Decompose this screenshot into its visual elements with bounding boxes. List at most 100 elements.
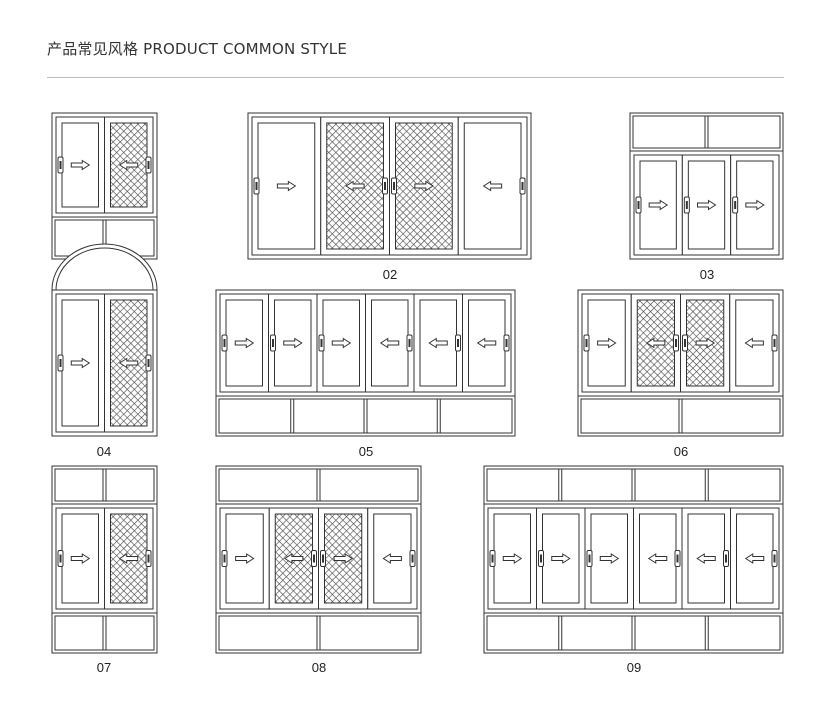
arrow-right-icon bbox=[70, 159, 91, 171]
sash-panel bbox=[55, 293, 105, 433]
handle-icon bbox=[455, 334, 461, 352]
sash-panel bbox=[104, 507, 154, 610]
sash-panel bbox=[630, 293, 681, 393]
arrow-right-icon bbox=[70, 357, 91, 369]
arrow-left-icon bbox=[696, 553, 716, 564]
arrow-right-icon bbox=[697, 199, 717, 211]
arrow-left-icon bbox=[476, 337, 497, 349]
sash-panel bbox=[633, 154, 683, 256]
bottom-transom bbox=[51, 612, 158, 654]
arrow-right-icon bbox=[502, 553, 523, 564]
top-transom bbox=[51, 465, 158, 505]
sash-panel bbox=[55, 116, 105, 214]
window-style-06: 06 bbox=[577, 289, 784, 459]
handle-icon bbox=[145, 550, 152, 567]
arrow-right-icon bbox=[333, 553, 354, 564]
arrow-left-icon bbox=[645, 337, 666, 349]
sash-panel bbox=[729, 293, 780, 393]
arrow-right-icon bbox=[551, 553, 571, 564]
handle-icon bbox=[673, 334, 679, 352]
handle-icon bbox=[538, 550, 544, 567]
sash-panel bbox=[316, 293, 366, 393]
window-style-09: 09 bbox=[483, 465, 784, 675]
arrow-left-icon bbox=[428, 337, 448, 349]
arrow-right-icon bbox=[234, 337, 255, 349]
handle-icon bbox=[270, 334, 276, 352]
bottom-transom bbox=[483, 612, 784, 654]
bottom-transom bbox=[215, 395, 516, 437]
arrow-left-icon bbox=[744, 553, 765, 564]
window-style-04: 04 bbox=[51, 243, 158, 459]
arrow-right-icon bbox=[745, 199, 765, 211]
arrow-left-icon bbox=[118, 159, 139, 171]
handle-icon bbox=[391, 177, 397, 195]
arrow-left-icon bbox=[382, 553, 402, 564]
page-title: 产品常见风格 PRODUCT COMMON STYLE bbox=[47, 40, 348, 58]
handle-icon bbox=[586, 550, 593, 567]
sash-panel bbox=[730, 154, 780, 256]
arrow-right-icon bbox=[695, 337, 716, 349]
bottom-transom bbox=[215, 612, 422, 654]
window-style-02: 02 bbox=[247, 112, 532, 282]
sash-panel bbox=[581, 293, 632, 393]
arrow-left-icon bbox=[345, 180, 365, 192]
handle-icon bbox=[489, 550, 496, 567]
handle-icon bbox=[382, 177, 388, 195]
sash-panel bbox=[457, 116, 528, 256]
handle-icon bbox=[221, 550, 228, 567]
arrow-left-icon bbox=[118, 553, 139, 564]
window-style-07: 07 bbox=[51, 465, 158, 675]
sash-panel bbox=[681, 154, 732, 256]
sash-panel bbox=[680, 293, 731, 393]
sash-panel bbox=[584, 507, 634, 610]
handle-icon bbox=[635, 196, 642, 214]
handle-icon bbox=[682, 334, 688, 352]
handle-icon bbox=[57, 354, 64, 372]
sash-panel bbox=[367, 507, 418, 610]
sash-panel bbox=[318, 507, 369, 610]
handle-icon bbox=[406, 334, 413, 352]
sash-panel bbox=[365, 293, 415, 393]
arrow-left-icon bbox=[283, 553, 304, 564]
title-divider bbox=[47, 77, 784, 78]
handle-icon bbox=[318, 334, 325, 352]
handle-icon bbox=[674, 550, 681, 567]
handle-icon bbox=[503, 334, 510, 352]
style-number-label: 07 bbox=[97, 660, 111, 675]
sash-panel bbox=[104, 293, 154, 433]
handle-icon bbox=[221, 334, 228, 352]
arrow-right-icon bbox=[235, 553, 255, 564]
handle-icon bbox=[519, 177, 526, 195]
window-style-05: 05 bbox=[215, 289, 516, 459]
arrow-left-icon bbox=[379, 337, 400, 349]
sash-panel bbox=[251, 116, 322, 256]
style-number-label: 03 bbox=[700, 267, 714, 282]
style-number-label: 06 bbox=[674, 444, 688, 459]
arrow-right-icon bbox=[331, 337, 352, 349]
handle-icon bbox=[253, 177, 260, 195]
style-number-label: 02 bbox=[383, 267, 397, 282]
top-transom bbox=[629, 112, 784, 152]
sash-panel bbox=[268, 507, 319, 610]
handle-icon bbox=[409, 550, 416, 567]
arrow-left-icon bbox=[647, 553, 668, 564]
bottom-transom bbox=[577, 395, 784, 437]
arrow-right-icon bbox=[70, 553, 91, 564]
sash-panel bbox=[487, 507, 537, 610]
arch-transom bbox=[51, 243, 158, 291]
arrow-right-icon bbox=[597, 337, 617, 349]
style-number-label: 08 bbox=[312, 660, 326, 675]
handle-icon bbox=[583, 334, 590, 352]
sash-panel bbox=[55, 507, 105, 610]
handle-icon bbox=[145, 156, 152, 174]
style-number-label: 05 bbox=[359, 444, 373, 459]
handle-icon bbox=[311, 550, 317, 567]
arrow-right-icon bbox=[283, 337, 303, 349]
handle-icon bbox=[57, 156, 64, 174]
handle-icon bbox=[732, 196, 739, 214]
handle-icon bbox=[723, 550, 729, 567]
top-transom bbox=[483, 465, 784, 505]
arrow-right-icon bbox=[648, 199, 669, 211]
style-number-label: 09 bbox=[627, 660, 641, 675]
